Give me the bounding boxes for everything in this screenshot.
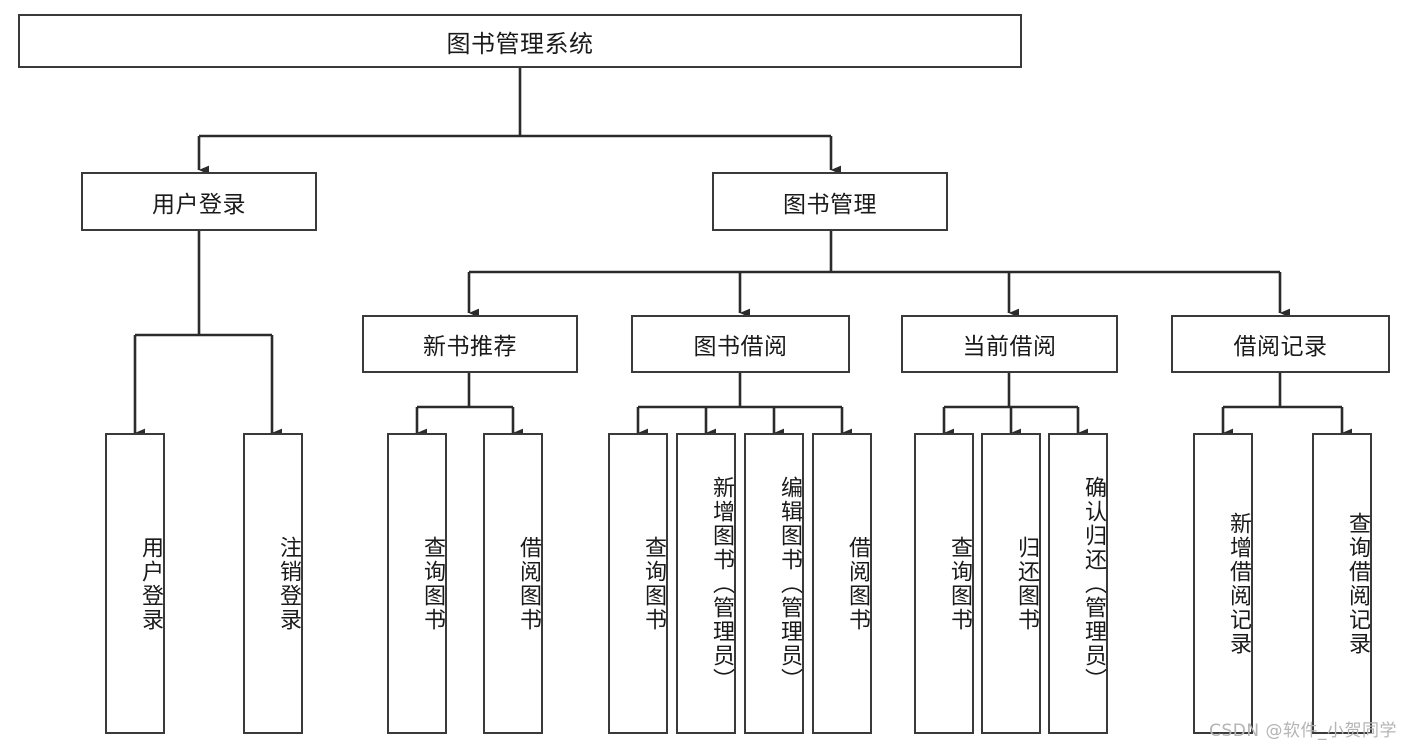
leaf-book-borrow-query-book[interactable]: 查询图书	[608, 433, 668, 734]
node-label: 借阅记录	[1233, 334, 1328, 360]
leaf-new-book-query-book[interactable]: 查询图书	[387, 433, 447, 734]
leaf-current-borrow-confirm-return-admin[interactable]: 确认归还（管理员）	[1048, 433, 1108, 734]
node-label: 当前借阅	[962, 334, 1057, 360]
leaf-new-book-borrow-book[interactable]: 借阅图书	[483, 433, 543, 734]
leaf-book-borrow-add-book-admin[interactable]: 新增图书（管理员）	[676, 433, 736, 734]
leaf-user-login-login[interactable]: 用户登录	[105, 433, 165, 734]
node-label: 图书借阅	[693, 334, 788, 360]
node-label: 图书管理	[783, 191, 877, 218]
node-label: 用户登录	[138, 535, 163, 632]
node-label: 确认归还（管理员）	[1081, 475, 1106, 692]
node-user-login[interactable]: 用户登录	[81, 172, 317, 231]
node-label: 新增借阅记录	[1226, 511, 1251, 656]
node-label: 查询借阅记录	[1345, 511, 1370, 656]
leaf-borrow-record-query-record[interactable]: 查询借阅记录	[1312, 433, 1372, 734]
node-label: 查询图书	[641, 535, 666, 632]
leaf-borrow-record-add-record[interactable]: 新增借阅记录	[1193, 433, 1253, 734]
node-label: 借阅图书	[516, 535, 541, 632]
node-label: 新增图书（管理员）	[709, 475, 734, 692]
node-label: 新书推荐	[423, 334, 517, 360]
leaf-book-borrow-edit-book-admin[interactable]: 编辑图书（管理员）	[744, 433, 804, 734]
node-current-borrowing[interactable]: 当前借阅	[901, 315, 1118, 373]
leaf-current-borrow-return-book[interactable]: 归还图书	[981, 433, 1041, 734]
node-label: 借阅图书	[845, 535, 870, 632]
node-borrow-record[interactable]: 借阅记录	[1171, 315, 1390, 373]
leaf-book-borrow-borrow-book[interactable]: 借阅图书	[812, 433, 872, 734]
leaf-user-login-logout[interactable]: 注销登录	[243, 433, 303, 734]
node-label: 用户登录	[152, 191, 246, 218]
node-label: 编辑图书（管理员）	[777, 475, 802, 692]
node-new-book-recommendation[interactable]: 新书推荐	[362, 315, 578, 373]
node-label: 查询图书	[947, 535, 972, 632]
node-label: 查询图书	[420, 535, 445, 632]
node-label: 归还图书	[1014, 535, 1039, 632]
node-root-book-management-system[interactable]: 图书管理系统	[18, 14, 1022, 68]
node-book-management[interactable]: 图书管理	[712, 172, 948, 231]
node-label: 图书管理系统	[446, 29, 594, 58]
node-book-borrowing[interactable]: 图书借阅	[631, 315, 850, 373]
node-label: 注销登录	[276, 535, 301, 632]
leaf-current-borrow-query-book[interactable]: 查询图书	[914, 433, 974, 734]
